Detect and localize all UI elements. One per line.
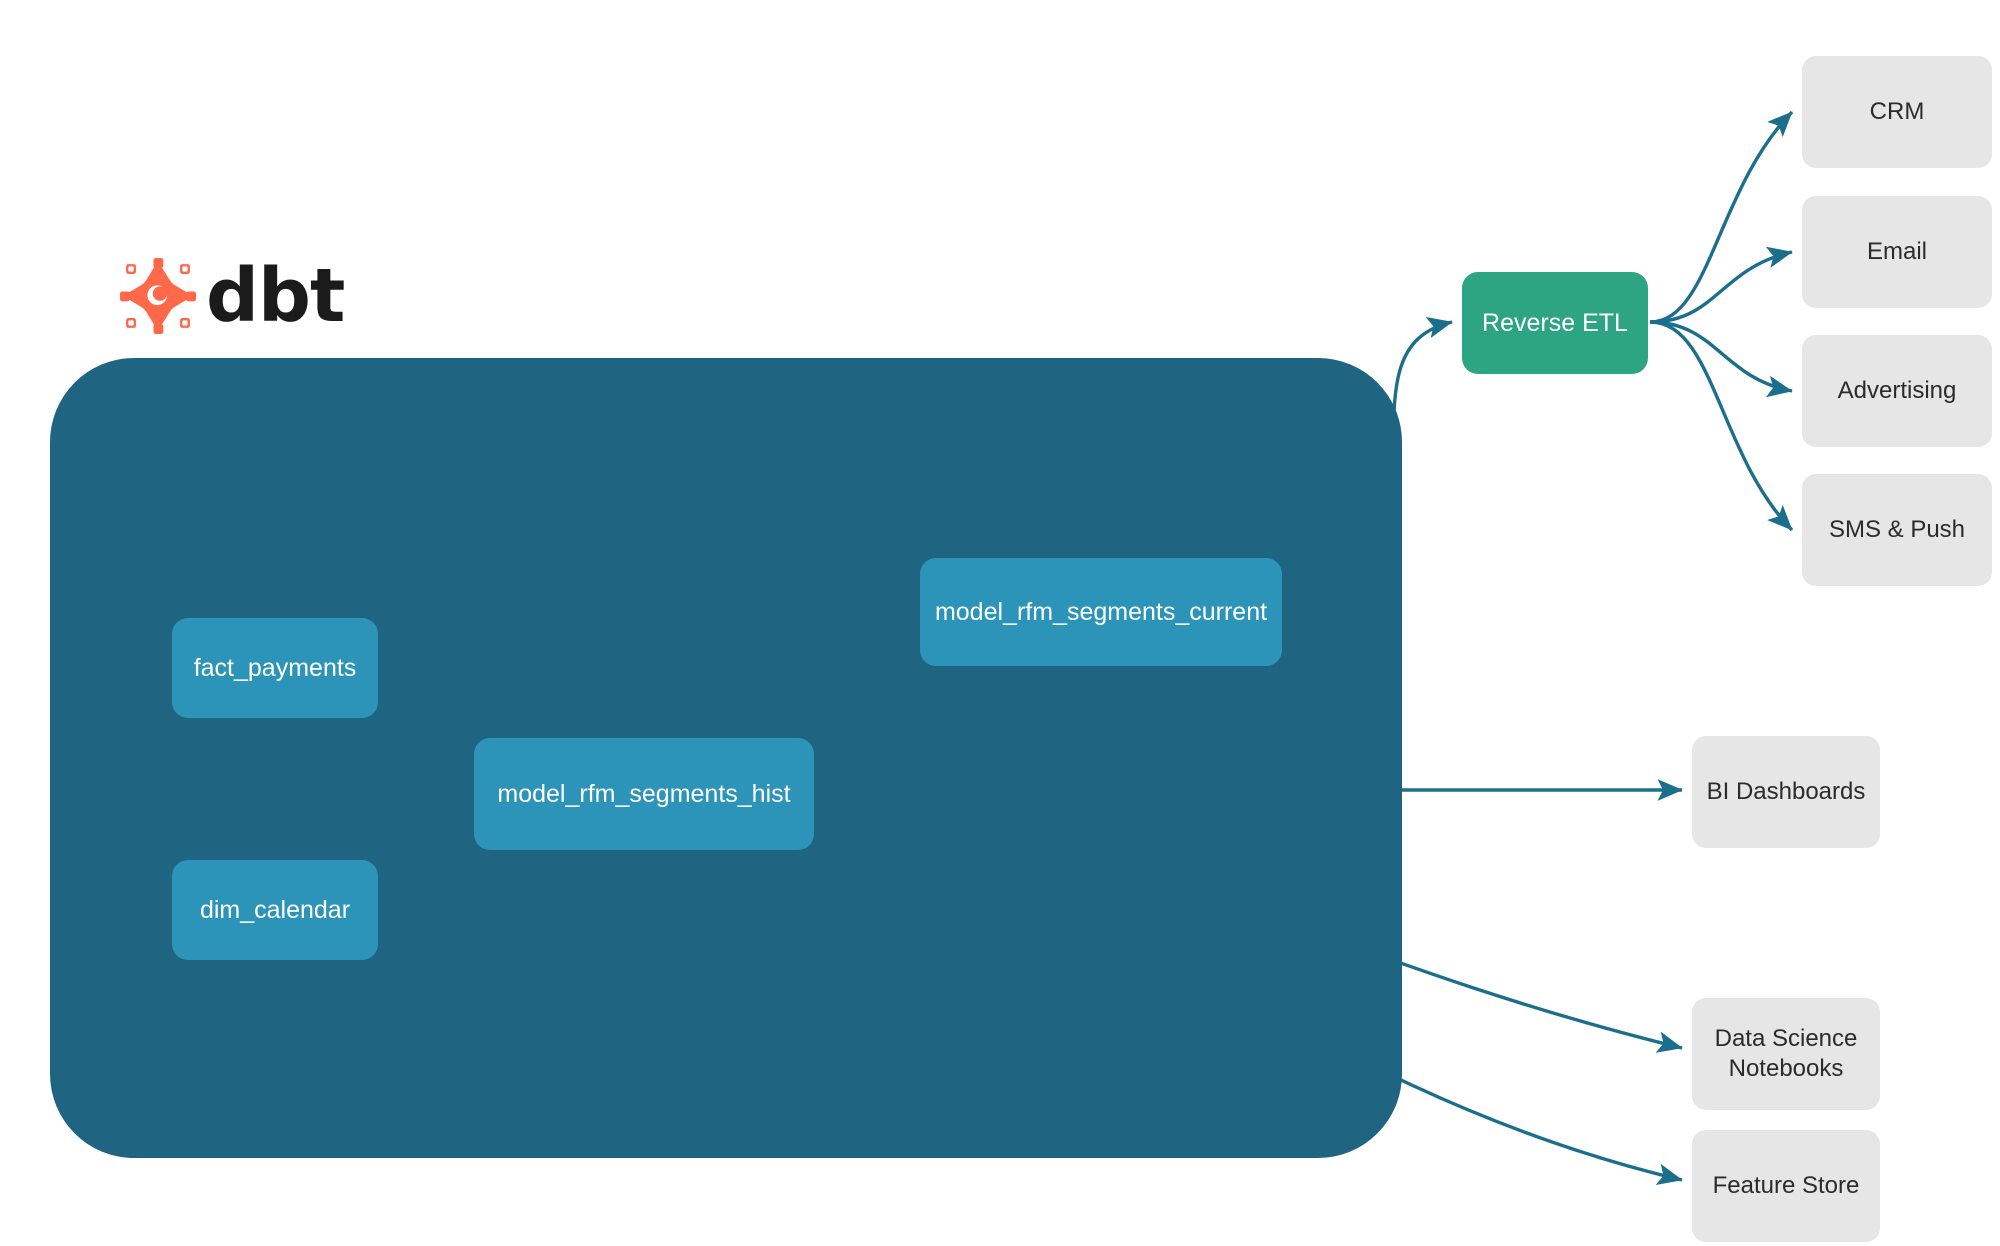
model-node-fact-payments[interactable]: fact_payments bbox=[172, 618, 378, 718]
model-node-rfm-segments-hist[interactable]: model_rfm_segments_hist bbox=[474, 738, 814, 850]
dbt-logo-icon bbox=[120, 258, 196, 334]
model-node-dim-calendar[interactable]: dim_calendar bbox=[172, 860, 378, 960]
dbt-wordmark: dbt bbox=[206, 253, 345, 339]
destination-node-data-science-notebooks[interactable]: Data Science Notebooks bbox=[1692, 998, 1880, 1110]
destination-node-advertising[interactable]: Advertising bbox=[1802, 335, 1992, 447]
edge-reverse-etl-to-crm bbox=[1649, 110, 1794, 324]
edge-reverse-etl-to-email bbox=[1649, 246, 1793, 324]
edge-reverse-etl-to-sms-push bbox=[1649, 320, 1794, 532]
destination-node-crm[interactable]: CRM bbox=[1802, 56, 1992, 168]
dbt-brand: dbt bbox=[120, 253, 345, 339]
destination-node-sms-push[interactable]: SMS & Push bbox=[1802, 474, 1992, 586]
model-node-rfm-segments-current[interactable]: model_rfm_segments_current bbox=[920, 558, 1282, 666]
reverse-etl-node[interactable]: Reverse ETL bbox=[1462, 272, 1648, 374]
destination-node-bi-dashboards[interactable]: BI Dashboards bbox=[1692, 736, 1880, 848]
edge-reverse-etl-to-advertising bbox=[1649, 320, 1793, 398]
destination-node-feature-store[interactable]: Feature Store bbox=[1692, 1130, 1880, 1242]
destination-node-email[interactable]: Email bbox=[1802, 196, 1992, 308]
